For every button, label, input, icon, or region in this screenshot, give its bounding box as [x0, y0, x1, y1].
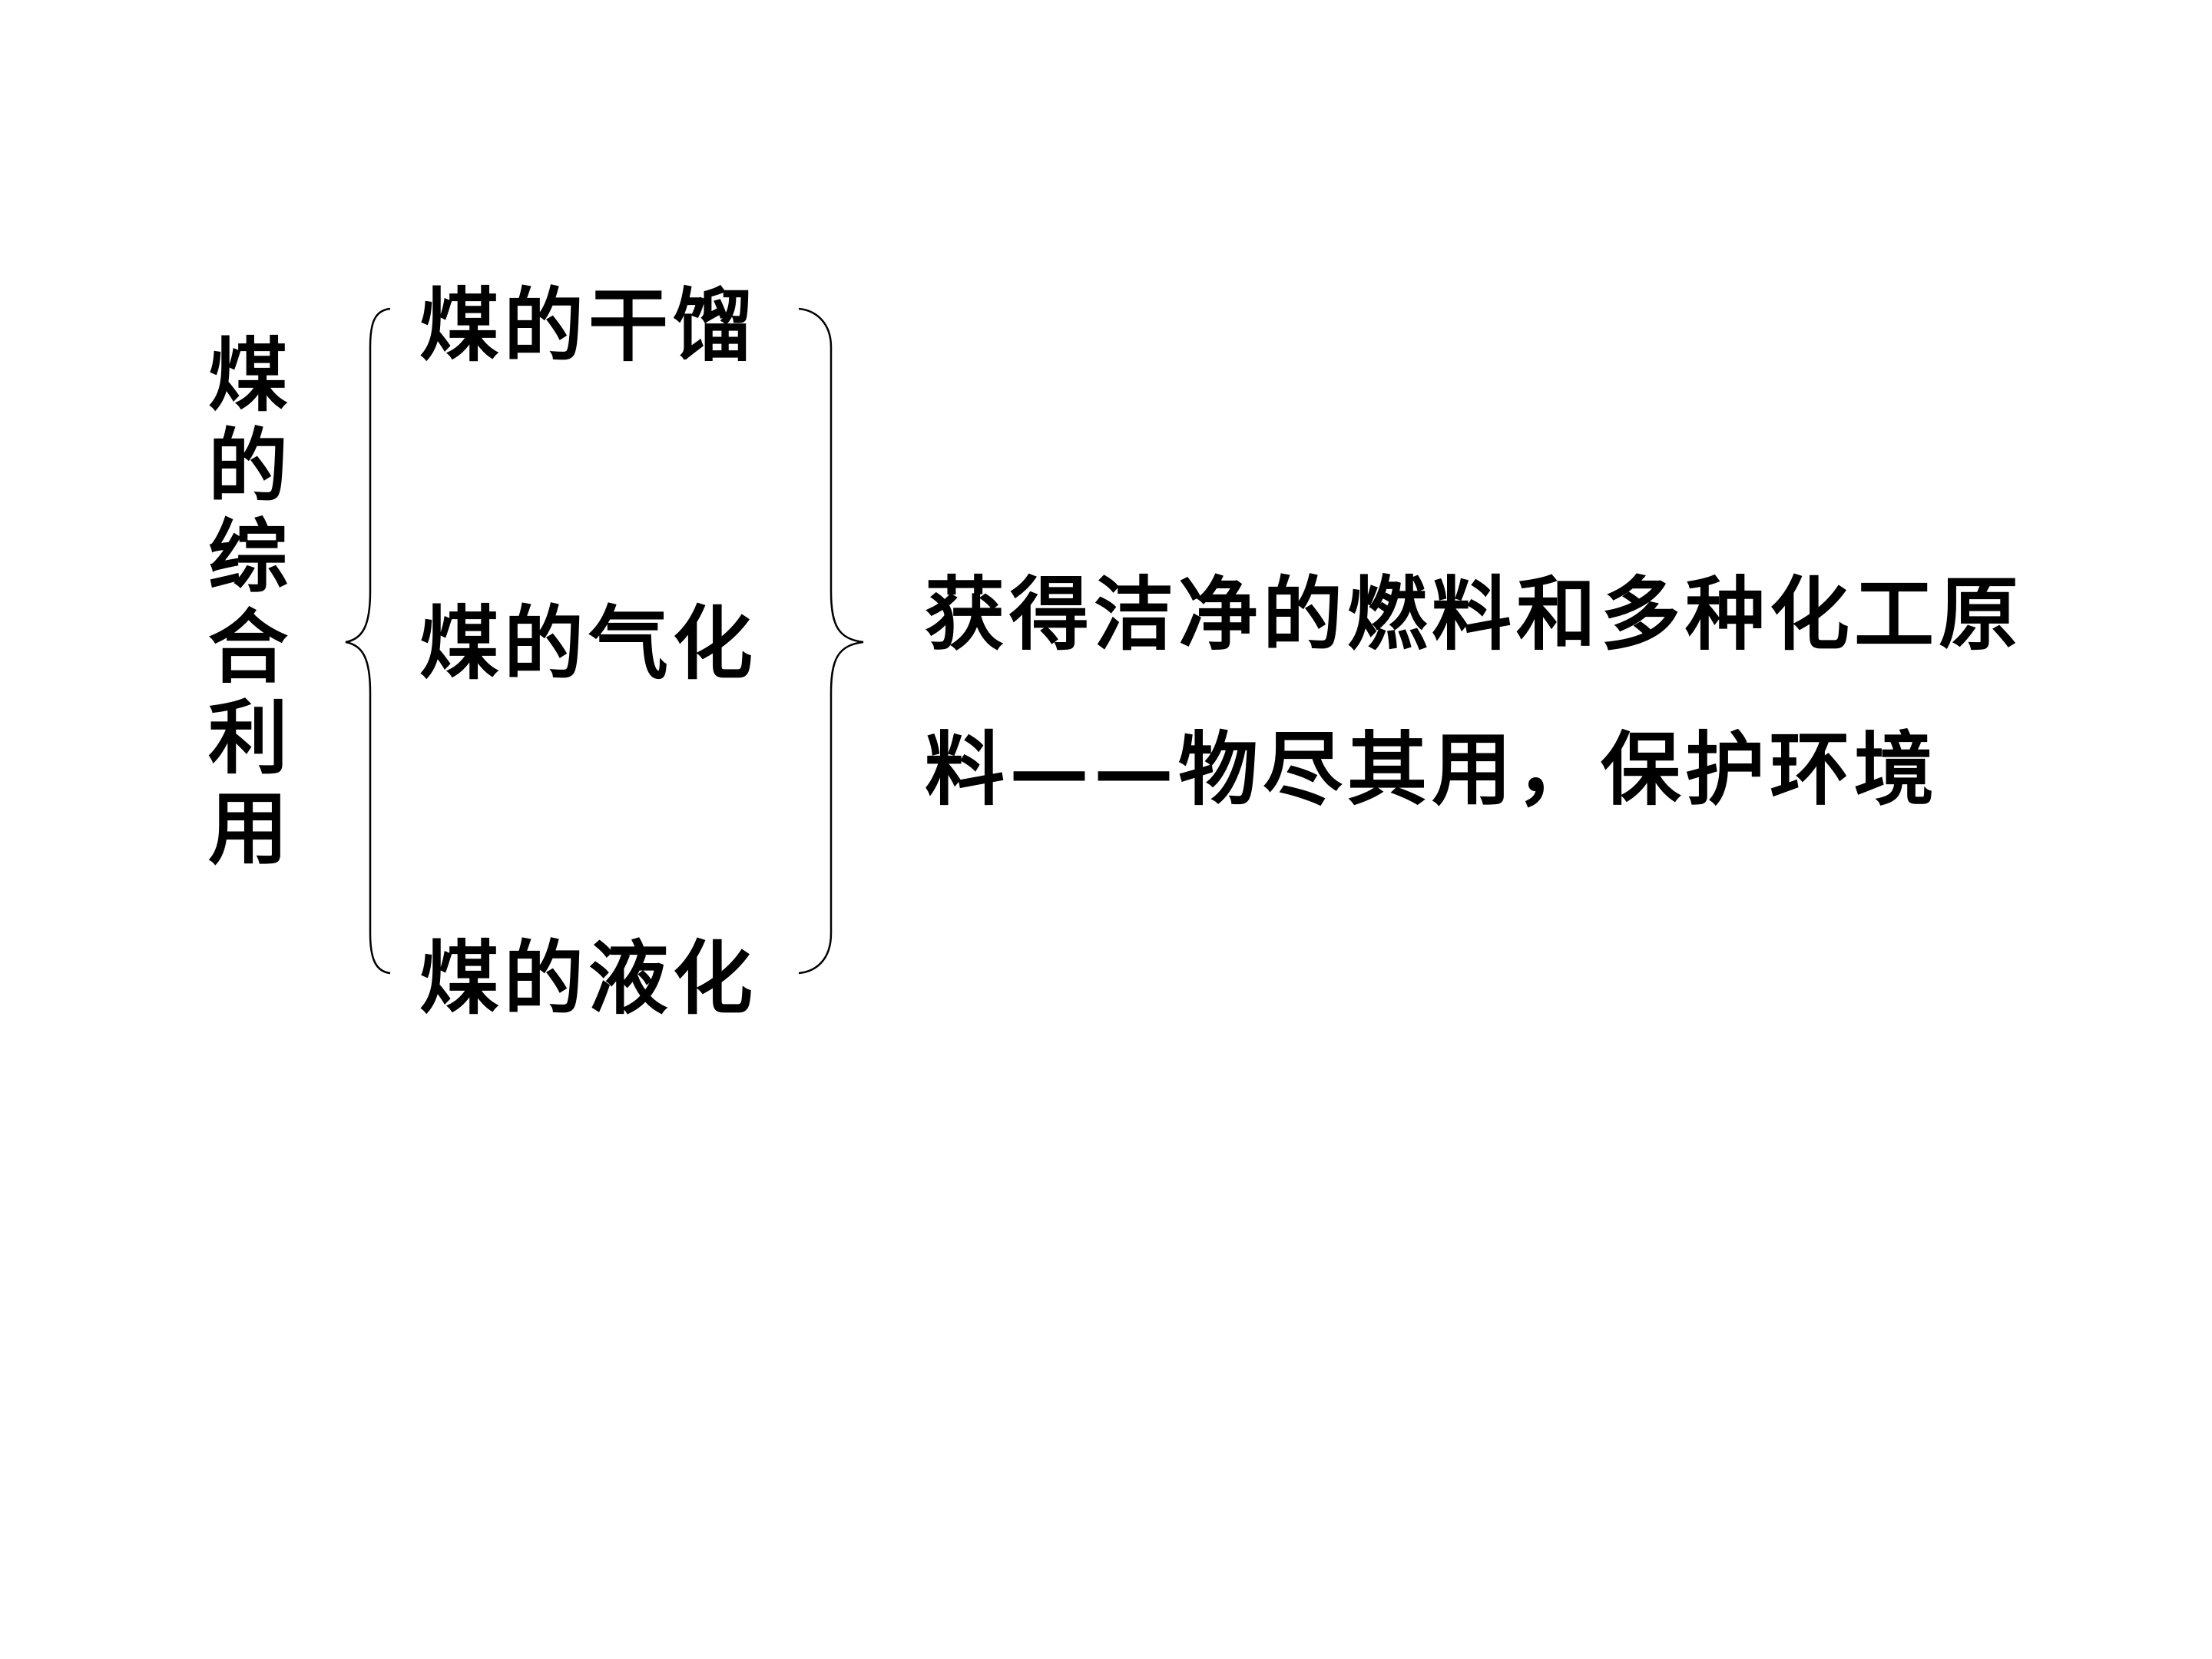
left-brace — [345, 307, 391, 975]
branch-dry-distillation: 煤的干馏 — [419, 278, 758, 373]
right-brace — [798, 307, 864, 975]
result-text-line-2: 料——物尽其用，保护环境 — [925, 722, 1939, 816]
result-text-line-1: 获得洁净的燃料和多种化工原 — [925, 567, 2024, 661]
branch-liquefaction: 煤的液化 — [419, 931, 758, 1025]
branch-gasification: 煤的气化 — [419, 596, 758, 690]
topic-title: 煤的综合利用 — [207, 328, 288, 876]
